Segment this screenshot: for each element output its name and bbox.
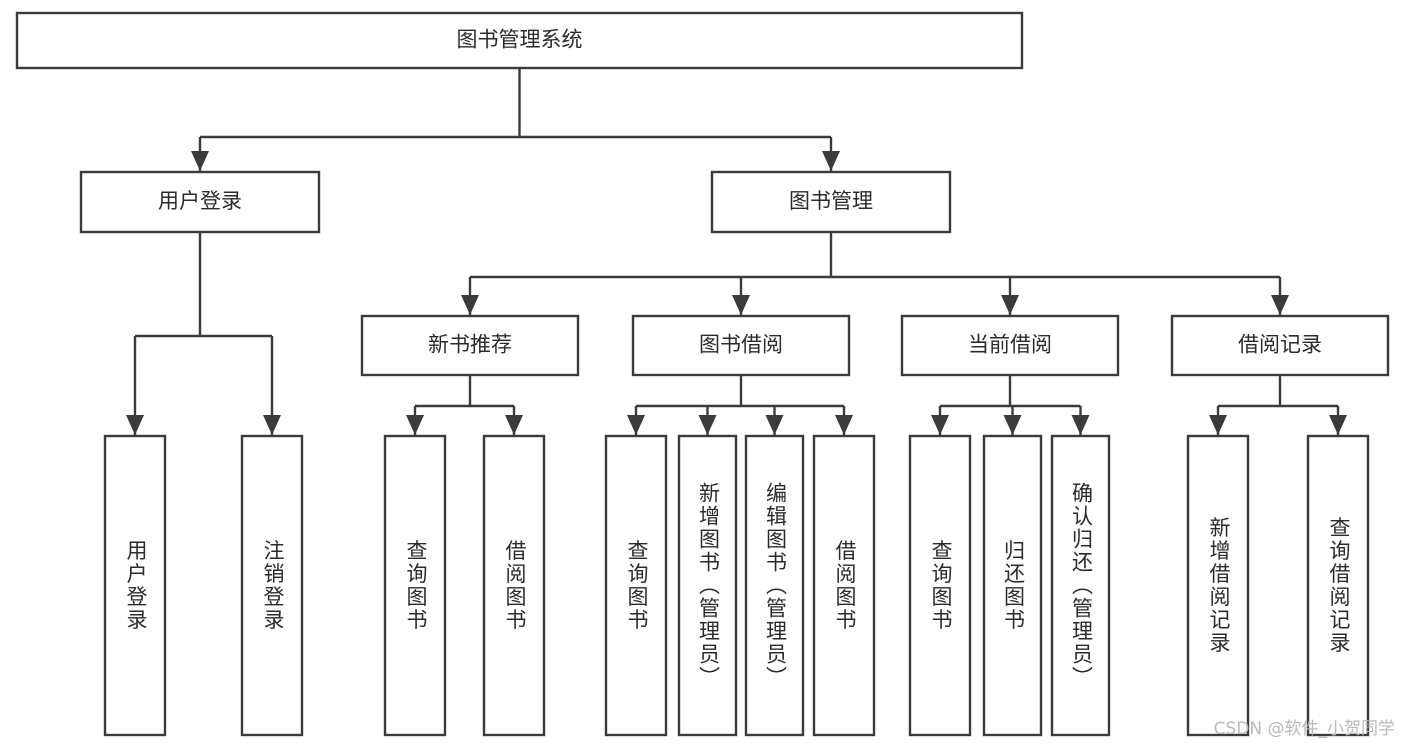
level2-node-box[interactable] [79, 170, 321, 234]
level3-node-label: 新书推荐 [428, 333, 512, 357]
leaf-node-3[interactable]: 查询图书 [383, 434, 447, 737]
connector-arrow-icon [931, 415, 949, 435]
leaf-node-box[interactable] [1050, 434, 1111, 737]
leaf-node-label: 借阅图书 [833, 540, 857, 632]
level2-node-2[interactable]: 图书管理 [710, 170, 952, 234]
level3-node-box[interactable] [631, 314, 851, 377]
root-node-label: 图书管理系统 [457, 28, 583, 52]
connector-arrow-icon [1329, 415, 1347, 435]
connector-arrow-icon [1003, 415, 1022, 435]
connector-arrow-icon [1071, 415, 1090, 435]
connector-arrow-icon [406, 415, 424, 435]
leaf-node-2[interactable]: 注销登录 [240, 434, 304, 737]
leaf-node-5[interactable]: 查询图书 [604, 434, 668, 737]
leaf-node-8[interactable]: 借阅图书 [812, 434, 876, 737]
leaf-node-label: 注销登录 [261, 540, 285, 632]
level2-node-label: 图书管理 [789, 189, 873, 213]
leaf-node-11[interactable]: 确认归还（管理员） [1050, 434, 1111, 737]
connector-arrow-icon [765, 415, 784, 435]
level2-node-label: 用户登录 [158, 189, 242, 213]
level3-node-3[interactable]: 当前借阅 [900, 314, 1120, 377]
level3-node-label: 图书借阅 [699, 333, 783, 357]
leaf-node-box[interactable] [812, 434, 876, 737]
level3-node-label: 当前借阅 [968, 333, 1052, 357]
level3-node-box[interactable] [360, 314, 580, 377]
level3-node-4[interactable]: 借阅记录 [1170, 314, 1390, 377]
leaf-node-label: 查询图书 [404, 540, 428, 632]
connector-arrow-icon [627, 415, 645, 435]
leaf-node-label: 查询借阅记录 [1327, 517, 1351, 655]
leaf-node-box[interactable] [103, 434, 167, 737]
leaf-node-7[interactable]: 编辑图书（管理员） [744, 434, 805, 737]
connector-arrow-icon [1001, 295, 1019, 315]
leaf-node-box[interactable] [908, 434, 972, 737]
leaf-node-label: 查询图书 [929, 540, 953, 632]
root-node-box[interactable] [15, 11, 1024, 70]
level3-node-label: 借阅记录 [1238, 333, 1322, 357]
level3-node-1[interactable]: 新书推荐 [360, 314, 580, 377]
leaf-node-9[interactable]: 查询图书 [908, 434, 972, 737]
connector-layer [126, 68, 1347, 435]
leaf-node-label: 借阅图书 [503, 540, 527, 632]
connector-arrow-icon [835, 415, 853, 435]
level3-node-box[interactable] [900, 314, 1120, 377]
leaf-node-label: 新增借阅记录 [1207, 517, 1231, 655]
level2-node-box[interactable] [710, 170, 952, 234]
leaf-node-box[interactable] [240, 434, 304, 737]
connector-arrow-icon [191, 151, 209, 171]
level2-node-1[interactable]: 用户登录 [79, 170, 321, 234]
connector-arrow-icon [698, 415, 717, 435]
connector-arrow-icon [505, 415, 523, 435]
connector-arrow-icon [126, 415, 144, 435]
leaf-node-13[interactable]: 查询借阅记录 [1306, 434, 1370, 737]
leaf-node-box[interactable] [744, 434, 805, 737]
leaf-node-box[interactable] [1186, 434, 1250, 737]
node-layer: 图书管理系统用户登录图书管理新书推荐图书借阅当前借阅借阅记录用户登录注销登录查询… [15, 11, 1390, 737]
leaf-node-1[interactable]: 用户登录 [103, 434, 167, 737]
connector-arrow-icon [822, 151, 840, 171]
level3-node-2[interactable]: 图书借阅 [631, 314, 851, 377]
leaf-node-box[interactable] [677, 434, 738, 737]
leaf-node-label: 查询图书 [625, 540, 649, 632]
leaf-node-10[interactable]: 归还图书 [982, 434, 1043, 737]
leaf-node-label: 确认归还（管理员） [1070, 482, 1094, 689]
leaf-node-label: 归还图书 [1002, 540, 1026, 632]
leaf-node-4[interactable]: 借阅图书 [482, 434, 546, 737]
level3-node-box[interactable] [1170, 314, 1390, 377]
leaf-node-box[interactable] [482, 434, 546, 737]
root-node-1[interactable]: 图书管理系统 [15, 11, 1024, 70]
leaf-node-box[interactable] [1306, 434, 1370, 737]
leaf-node-6[interactable]: 新增图书（管理员） [677, 434, 738, 737]
leaf-node-12[interactable]: 新增借阅记录 [1186, 434, 1250, 737]
connector-arrow-icon [1209, 415, 1227, 435]
leaf-node-box[interactable] [604, 434, 668, 737]
leaf-node-box[interactable] [982, 434, 1043, 737]
connector-arrow-icon [461, 295, 479, 315]
connector-arrow-icon [732, 295, 750, 315]
leaf-node-label: 编辑图书（管理员） [764, 482, 788, 689]
leaf-node-label: 新增图书（管理员） [697, 482, 721, 689]
leaf-node-box[interactable] [383, 434, 447, 737]
connector-arrow-icon [263, 415, 281, 435]
connector-arrow-icon [1271, 295, 1289, 315]
leaf-node-label: 用户登录 [124, 540, 148, 632]
